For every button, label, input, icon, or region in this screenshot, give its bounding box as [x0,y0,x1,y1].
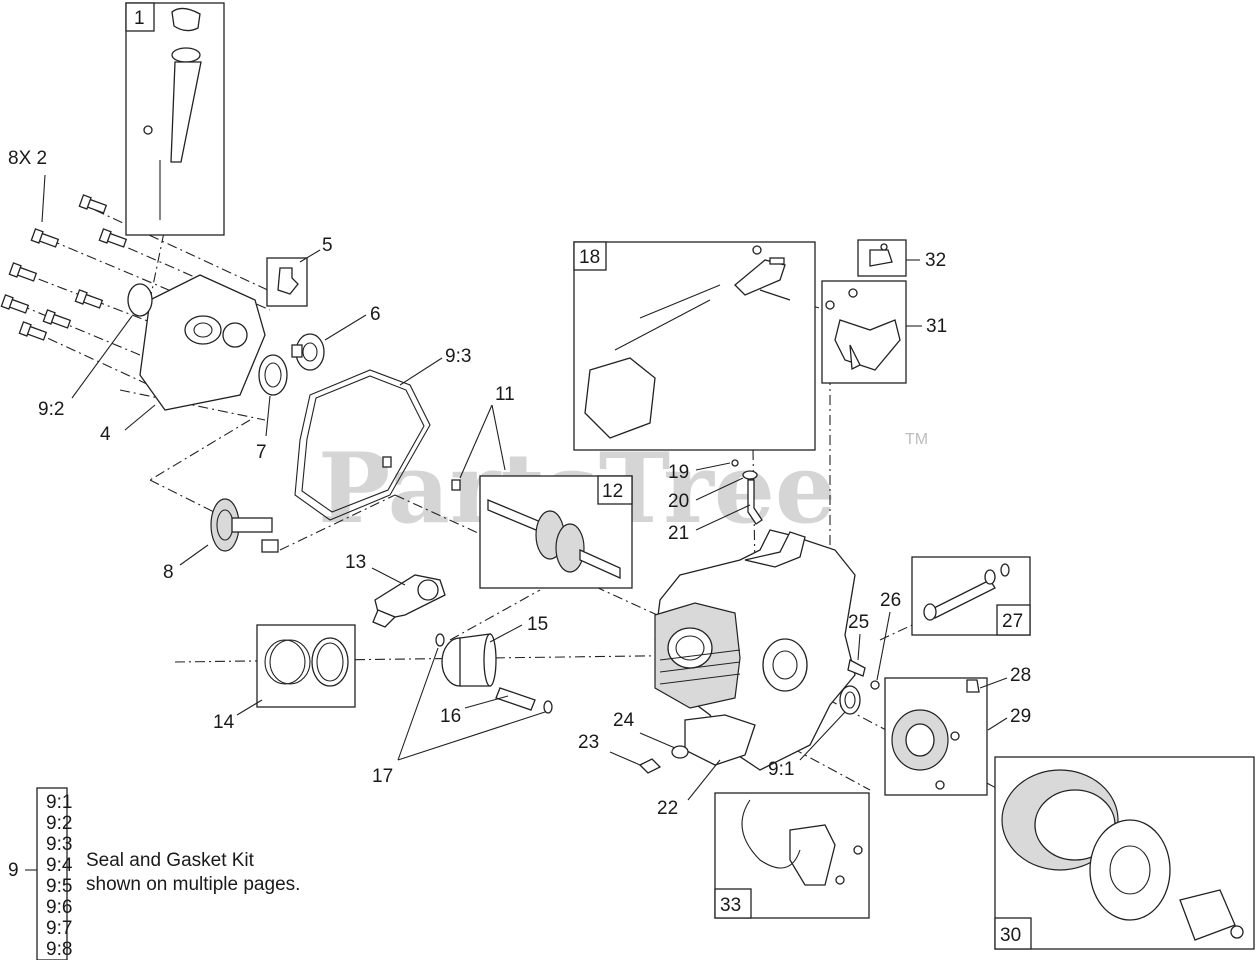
fan-icon [1089,819,1171,921]
callout-14: 14 [213,712,235,733]
kit-note-line2: shown on multiple pages. [86,874,300,895]
trademark-mark: TM [905,431,928,448]
kit-parent-number: 9 [8,860,19,881]
callout-8x2: 8X 2 [8,148,47,169]
part-box-32 [857,239,907,277]
callout-20: 20 [668,491,689,512]
kit-item: 9:1 [46,792,72,813]
callout-29: 29 [1010,706,1031,727]
part-box-31 [821,280,907,384]
callout-22: 22 [657,798,678,819]
bolts-group [0,194,128,341]
connecting-rod-13-icon [372,574,446,628]
callout-30: 30 [1000,925,1021,946]
kit-item: 9:6 [46,897,72,918]
dipstick-tube-icon [170,61,202,163]
callout-21: 21 [668,523,689,544]
seal-9-1-icon [839,685,861,715]
kit-item: 9:7 [46,918,72,939]
part-box-18: 18 [573,241,816,451]
part-5-governor [266,257,308,307]
carburetor-icon [584,357,656,439]
part-box-12: 12 [479,475,633,589]
callout-19: 19 [668,462,689,483]
callout-9-1: 9:1 [768,759,794,780]
piston-15-icon [441,633,497,687]
part-box-33: 33 [714,792,870,919]
cup-icon [1179,889,1236,941]
engine-block-icon [654,529,856,771]
piston-pin-16-icon [435,633,553,714]
camshaft-8-icon [210,498,279,553]
callout-13: 13 [345,552,366,573]
callout-16: 16 [440,706,461,727]
part-box-29 [884,677,988,796]
seal-gasket-kit-legend: 9 9:1 9:2 9:3 9:4 9:5 9:6 9:7 9:8 Seal a… [8,787,300,960]
callout-23: 23 [578,732,599,753]
gear-6-icon [291,333,325,371]
part-box-30: 30 [994,756,1255,950]
callout-24: 24 [613,710,635,731]
dowel-pins-11 [382,456,461,491]
kit-item: 9:4 [46,855,73,876]
dipstick-cap-icon [171,7,201,32]
clip-17a [435,633,445,647]
callout-33: 33 [720,895,741,916]
part-box-14-rings [256,624,356,708]
parts-25-26 [847,659,880,690]
callout-4: 4 [100,424,111,445]
part-box-1: 1 [125,2,225,236]
part-box-27: 27 [911,556,1031,636]
clip-17b [543,700,553,714]
parts-23-24 [638,745,689,774]
callout-17: 17 [372,766,393,787]
callout-7: 7 [256,442,267,463]
callout-5: 5 [322,235,333,256]
part-28-icon [966,679,980,693]
callout-1: 1 [134,8,145,29]
bearing-7-icon [258,354,288,396]
callout-18: 18 [579,247,600,268]
kit-item: 9:3 [46,834,72,855]
kit-note-line1: Seal and Gasket Kit [86,850,255,871]
kit-item: 9:5 [46,876,72,897]
breather-parts-19-21 [731,459,763,525]
crankcase-cover-icon [127,274,266,411]
callout-27: 27 [1002,611,1023,632]
kit-item: 9:2 [46,813,72,834]
ignition-coil-icon [789,824,836,886]
callout-11: 11 [495,384,515,405]
callout-25: 25 [848,612,869,633]
kit-item: 9:8 [46,939,72,960]
callout-12: 12 [602,481,623,502]
callout-15: 15 [527,614,548,635]
callout-26: 26 [880,590,901,611]
callout-8: 8 [163,562,174,583]
callout-28: 28 [1010,665,1031,686]
callout-6: 6 [370,304,381,325]
callout-31: 31 [926,316,947,337]
callout-9-2: 9:2 [38,399,64,420]
callout-9-3: 9:3 [445,346,471,367]
seal-9-2-icon [127,283,153,317]
callout-32: 32 [925,250,946,271]
gasket-9-3-icon [294,369,431,521]
